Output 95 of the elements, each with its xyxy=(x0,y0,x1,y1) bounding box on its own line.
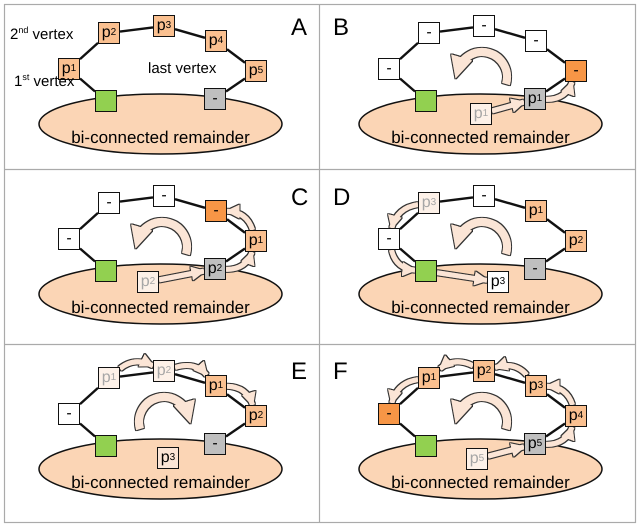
vertex-box xyxy=(95,90,117,112)
block-arrow xyxy=(388,202,418,230)
connector-line xyxy=(226,218,246,234)
block-arrow xyxy=(158,266,206,282)
connector-line xyxy=(399,387,419,405)
connector-line xyxy=(440,371,474,378)
vertex-box: - xyxy=(418,22,440,44)
vertex-box: - xyxy=(98,192,120,214)
connector-line xyxy=(120,26,154,33)
block-arrow xyxy=(226,384,255,406)
vertex-box: - xyxy=(565,60,587,82)
panel-letter: A xyxy=(291,14,308,42)
connector-line xyxy=(546,393,566,409)
connector-line xyxy=(225,78,246,92)
block-arrow xyxy=(174,361,208,377)
block-arrow xyxy=(118,354,154,371)
vertex-box: - xyxy=(58,403,80,425)
remainder-ellipse xyxy=(38,263,283,325)
vertex-box: - xyxy=(204,433,226,455)
vertex-box: - xyxy=(524,258,546,280)
vertex-box: - xyxy=(473,185,495,207)
block-arrow xyxy=(226,204,255,231)
connector-line xyxy=(120,196,154,203)
connector-line xyxy=(79,422,96,438)
vertex-box: - xyxy=(153,185,175,207)
remainder-ellipse xyxy=(358,438,603,500)
panel-letter: C xyxy=(291,184,308,212)
panel-letter: E xyxy=(291,358,308,386)
region-label: bi-connected remainder xyxy=(391,474,570,492)
block-arrow xyxy=(487,443,526,459)
connector-line xyxy=(174,373,206,384)
vertex-box: - xyxy=(58,228,80,250)
connector-line xyxy=(494,198,526,209)
vertex-box: - xyxy=(204,88,226,110)
region-label: bi-connected remainder xyxy=(71,129,250,147)
connector-line xyxy=(399,78,416,92)
remainder-ellipse xyxy=(358,263,603,325)
connector-line xyxy=(225,248,246,262)
connector-line xyxy=(225,422,246,438)
vertex-label: last vertex xyxy=(148,60,216,77)
vertex-box xyxy=(415,90,437,112)
panel-letter: B xyxy=(333,14,350,42)
panel-letter: D xyxy=(333,184,350,212)
vertex-box: - xyxy=(378,403,400,425)
region-label: bi-connected remainder xyxy=(391,129,570,147)
vertex-box xyxy=(415,260,437,282)
vertex-box: - xyxy=(378,228,400,250)
block-arrow xyxy=(546,426,574,447)
remainder-ellipse xyxy=(38,438,283,500)
vertex-box xyxy=(95,260,117,282)
connector-line xyxy=(545,78,566,92)
connector-line xyxy=(226,48,246,64)
block-arrow xyxy=(491,98,526,114)
block-arrow xyxy=(389,249,416,276)
vertex-box: - xyxy=(205,200,227,222)
vertex-box: - xyxy=(473,15,495,37)
block-arrow xyxy=(494,357,528,377)
connector-line xyxy=(399,248,416,262)
block-arrow xyxy=(436,270,488,286)
connector-line xyxy=(546,48,566,64)
connector-line xyxy=(399,212,419,230)
connector-line xyxy=(399,422,416,438)
connector-line xyxy=(546,218,566,234)
connector-line xyxy=(494,373,526,384)
connector-line xyxy=(174,198,206,209)
connector-line xyxy=(79,42,99,60)
block-arrow xyxy=(546,380,575,406)
connector-line xyxy=(494,28,526,39)
vertex-label: 2$^{nd}$ vertex xyxy=(10,25,74,43)
connector-line xyxy=(226,393,246,409)
region-label: bi-connected remainder xyxy=(71,474,250,492)
connector-line xyxy=(545,248,566,262)
connector-line xyxy=(79,212,99,230)
region-label: bi-connected remainder xyxy=(391,299,570,317)
panel-letter: F xyxy=(333,358,348,386)
vertex-box xyxy=(415,435,437,457)
block-arrow xyxy=(388,377,418,404)
connector-line xyxy=(440,196,474,203)
connector-line xyxy=(79,78,96,92)
connector-line xyxy=(545,422,566,438)
connector-line xyxy=(440,26,474,33)
block-arrow xyxy=(438,355,474,371)
vertex-box: - xyxy=(525,30,547,52)
block-arrow xyxy=(546,80,574,102)
remainder-ellipse xyxy=(38,93,283,155)
vertex-box: - xyxy=(378,58,400,80)
connector-line xyxy=(174,28,206,39)
block-arrow xyxy=(226,250,254,272)
connector-line xyxy=(79,387,99,405)
vertex-box xyxy=(95,435,117,457)
region-label: bi-connected remainder xyxy=(71,299,250,317)
remainder-ellipse xyxy=(358,93,603,155)
connector-line xyxy=(120,371,154,378)
connector-line xyxy=(399,42,419,60)
connector-line xyxy=(79,248,96,262)
